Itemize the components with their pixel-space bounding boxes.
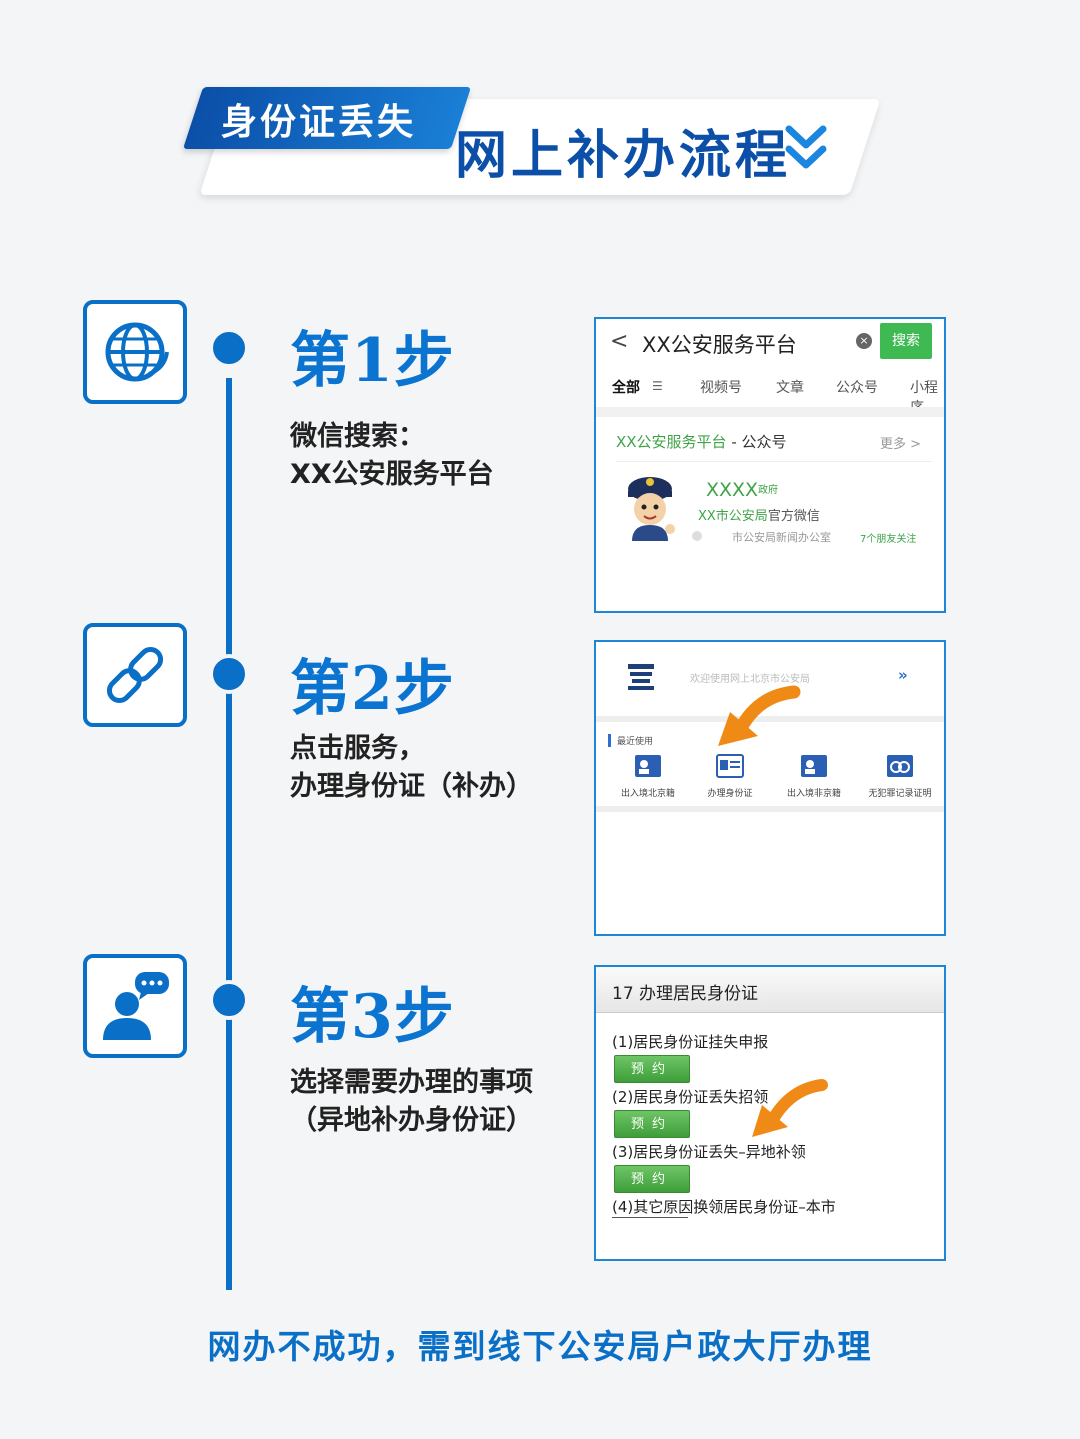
- search-input[interactable]: XX公安服务平台: [642, 333, 797, 357]
- more-arrows-icon[interactable]: »: [898, 666, 908, 684]
- divider: [596, 806, 944, 812]
- search-button[interactable]: 搜索: [880, 323, 932, 359]
- handcuffs-icon: [887, 755, 913, 777]
- divider: [616, 461, 932, 462]
- tab-all[interactable]: 全部: [612, 380, 640, 396]
- step3-icon-box: [83, 954, 187, 1058]
- service-exit-entry-beijing[interactable]: 出入境北京籍: [606, 754, 690, 799]
- service-id-card[interactable]: 办理身份证: [688, 754, 772, 799]
- welcome-text: 欢迎使用网上北京市公安局: [690, 674, 810, 685]
- tab-articles[interactable]: 文章: [776, 380, 804, 396]
- user-chat-icon: [103, 972, 169, 1040]
- underline: [612, 1217, 688, 1218]
- option-other-renewal[interactable]: (4)其它原因换领居民身份证–本市: [612, 1198, 836, 1216]
- option-lost-found[interactable]: (2)居民身份证丢失招领: [612, 1088, 769, 1106]
- divider: [596, 407, 944, 417]
- header-banner: 身份证丢失 网上补办流程: [175, 85, 895, 200]
- id-card-icon: [716, 754, 744, 778]
- reserve-button-2[interactable]: 预约: [614, 1110, 690, 1138]
- step1-desc-line1: 微信搜索：: [290, 421, 425, 452]
- step3-title: 第3步: [290, 982, 455, 1052]
- id-card-icon: [801, 755, 827, 777]
- step1-dot: [209, 328, 249, 368]
- header-tag-text: 身份证丢失: [221, 102, 417, 143]
- step3-desc-line2: （异地补办身份证）: [290, 1105, 533, 1136]
- police-logo-icon: [628, 664, 654, 690]
- step1-title: 第1步: [290, 326, 455, 396]
- globe-icon: [105, 322, 169, 382]
- clear-icon[interactable]: ×: [856, 333, 872, 349]
- card-title: XX公安服务平台 - 公众号: [616, 433, 787, 451]
- filter-icon[interactable]: ☰: [652, 379, 663, 393]
- step3-dot: [209, 980, 249, 1020]
- timeline-line: [226, 378, 232, 1290]
- step2-title: 第2步: [290, 654, 455, 724]
- account-badge: 政府: [758, 485, 778, 496]
- police-mascot-avatar: [628, 477, 675, 541]
- service-exit-entry-non-beijing[interactable]: 出入境非京籍: [772, 754, 856, 799]
- option-report-loss[interactable]: (1)居民身份证挂失申报: [612, 1033, 769, 1051]
- step1-icon-box: [83, 300, 187, 404]
- back-icon[interactable]: <: [610, 329, 629, 354]
- account-subtitle: XX市公安局官方微信: [698, 509, 820, 524]
- step3-desc-line1: 选择需要办理的事项: [290, 1067, 533, 1098]
- step2-desc-line2: 办理身份证（补办）: [290, 771, 533, 802]
- wechat-search-screenshot: < XX公安服务平台 × 搜索 全部 ☰ 视频号 文章 公众号 小程序 XX公安…: [594, 317, 946, 613]
- verified-icon: [692, 531, 702, 541]
- footer-note: 网办不成功，需到线下公安局户政大厅办理: [207, 1327, 873, 1366]
- step1-desc-line2: XX公安服务平台: [290, 459, 494, 490]
- tab-official-accounts[interactable]: 公众号: [836, 380, 878, 396]
- option-remote-reissue[interactable]: (3)居民身份证丢失–异地补领: [612, 1143, 806, 1161]
- link-icon: [106, 646, 164, 704]
- step1-desc: 微信搜索： XX公安服务平台: [290, 418, 494, 494]
- account-name: XXXX: [706, 479, 759, 501]
- search-bar: < XX公安服务平台 × 搜索: [596, 319, 944, 367]
- reserve-button-3[interactable]: 预约: [614, 1165, 690, 1193]
- step2-dot: [209, 654, 249, 694]
- orange-arrow-icon: [718, 685, 801, 746]
- service-no-criminal-record[interactable]: 无犯罪记录证明: [858, 754, 942, 799]
- recent-label: 最近使用: [608, 734, 653, 747]
- step2-desc: 点击服务， 办理身份证（补办）: [290, 730, 533, 806]
- step3-desc: 选择需要办理的事项 （异地补办身份证）: [290, 1064, 533, 1140]
- page-title: 网上补办流程: [455, 126, 792, 186]
- orange-arrow-icon: [752, 1079, 828, 1137]
- double-chevron-down-icon: [785, 125, 827, 169]
- panel-header: 17 办理居民身份证: [596, 967, 944, 1013]
- id-card-options-screenshot: 17 办理居民身份证 (1)居民身份证挂失申报 预约 (2)居民身份证丢失招领 …: [594, 965, 946, 1261]
- police-service-screenshot: 欢迎使用网上北京市公安局 » 最近使用 出入境北京籍 办理身份证 出入境非京籍 …: [594, 640, 946, 936]
- account-meta: 市公安局新闻办公室: [732, 531, 831, 544]
- friends-follow: 7个朋友关注: [860, 534, 917, 545]
- id-card-icon: [635, 755, 661, 777]
- step2-desc-line1: 点击服务，: [290, 733, 425, 764]
- reserve-button-1[interactable]: 预约: [614, 1055, 690, 1083]
- tab-channels[interactable]: 视频号: [700, 380, 742, 396]
- panel-title: 17 办理居民身份证: [612, 984, 759, 1004]
- more-link[interactable]: 更多 >: [880, 437, 922, 452]
- divider: [596, 716, 944, 722]
- search-tabs: 全部 ☰ 视频号 文章 公众号 小程序: [596, 373, 944, 416]
- step2-icon-box: [83, 623, 187, 727]
